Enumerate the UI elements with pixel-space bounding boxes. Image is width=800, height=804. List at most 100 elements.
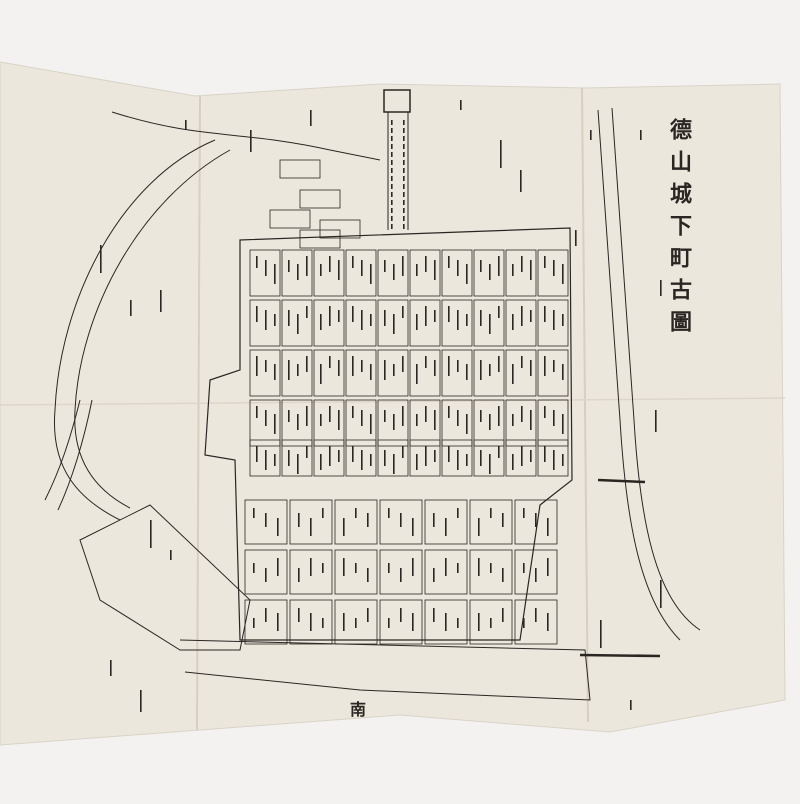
- ink-notation: [416, 414, 418, 426]
- ink-notation: [512, 264, 514, 276]
- ink-notation: [553, 260, 555, 276]
- ink-notation: [310, 110, 312, 126]
- ink-notation: [412, 558, 414, 576]
- town-block: [505, 299, 537, 347]
- ink-notation: [352, 446, 354, 462]
- ink-notation: [498, 356, 500, 372]
- ink-notation: [500, 140, 502, 168]
- ink-notation: [100, 245, 102, 273]
- ink-notation: [322, 508, 324, 518]
- ink-notation: [265, 260, 267, 276]
- ink-notation: [370, 454, 372, 466]
- town-block: [424, 499, 468, 545]
- ink-notation: [416, 314, 418, 330]
- ink-notation: [562, 414, 564, 434]
- ink-notation: [535, 608, 537, 622]
- town-block: [469, 599, 513, 645]
- ink-notation: [502, 568, 504, 582]
- ink-notation: [520, 170, 522, 192]
- town-block: [281, 299, 313, 347]
- ink-notation: [250, 130, 252, 152]
- ink-notation: [388, 508, 390, 518]
- ink-notation: [403, 144, 405, 149]
- ink-notation: [416, 454, 418, 470]
- ink-notation: [329, 446, 331, 466]
- ink-notation: [547, 558, 549, 576]
- town-block: [244, 549, 288, 595]
- ink-notation: [521, 356, 523, 368]
- town-block: [469, 499, 513, 545]
- town-block: [313, 249, 345, 297]
- ink-notation: [553, 410, 555, 426]
- town-block: [424, 549, 468, 595]
- ink-notation: [288, 410, 290, 422]
- ink-notation: [403, 208, 405, 213]
- town-block: [473, 299, 505, 347]
- ink-notation: [466, 314, 468, 326]
- ink-notation: [306, 446, 308, 458]
- town-block: [441, 299, 473, 347]
- town-block: [289, 549, 333, 595]
- ink-notation: [466, 414, 468, 434]
- ink-notation: [265, 410, 267, 426]
- ink-notation: [277, 613, 279, 631]
- town-block: [505, 439, 537, 477]
- ink-notation: [130, 300, 132, 316]
- ink-notation: [530, 260, 532, 280]
- ink-notation: [320, 454, 322, 470]
- ink-notation: [329, 256, 331, 272]
- ink-notation: [297, 414, 299, 430]
- ink-notation: [329, 406, 331, 422]
- ink-notation: [391, 160, 393, 165]
- ink-notation: [265, 360, 267, 372]
- ink-notation: [256, 256, 258, 268]
- town-block: [249, 399, 281, 447]
- ink-notation: [265, 608, 267, 622]
- ink-notation: [425, 406, 427, 422]
- ink-notation: [466, 364, 468, 380]
- ink-notation: [544, 446, 546, 462]
- ink-notation: [403, 160, 405, 165]
- river-left-edge: [57, 399, 93, 511]
- town-block: [537, 299, 569, 347]
- ink-notation: [416, 364, 418, 384]
- ink-notation: [498, 446, 500, 458]
- town-block: [345, 439, 377, 477]
- ink-notation: [393, 414, 395, 430]
- ink-notation: [391, 200, 393, 205]
- ink-notation: [320, 264, 322, 276]
- ink-notation: [434, 360, 436, 376]
- ink-notation: [502, 513, 504, 527]
- town-block: [281, 439, 313, 477]
- ink-notation: [185, 120, 187, 130]
- town-block: [289, 499, 333, 545]
- ink-notation: [521, 406, 523, 422]
- ink-notation: [361, 260, 363, 276]
- town-block: [377, 349, 409, 397]
- ink-notation: [490, 508, 492, 518]
- ink-notation: [320, 314, 322, 330]
- ink-notation: [393, 264, 395, 280]
- ink-notation: [433, 568, 435, 582]
- ink-notation: [457, 450, 459, 470]
- ink-notation: [457, 360, 459, 372]
- ink-notation: [457, 508, 459, 518]
- town-block: [409, 349, 441, 397]
- town-block: [281, 349, 313, 397]
- ink-notation: [391, 176, 393, 181]
- ink-notation: [343, 558, 345, 576]
- ink-notation: [498, 306, 500, 318]
- ink-notation: [523, 508, 525, 518]
- ink-notation: [425, 356, 427, 368]
- ink-notation: [352, 406, 354, 418]
- ink-notation: [253, 508, 255, 518]
- ink-notation: [590, 130, 592, 140]
- ink-notation: [298, 513, 300, 527]
- town-block: [441, 349, 473, 397]
- ink-notation: [391, 152, 393, 157]
- town-block: [249, 299, 281, 347]
- ink-notation: [480, 260, 482, 272]
- ink-notation: [448, 446, 450, 462]
- town-block: [313, 439, 345, 477]
- ink-notation: [338, 310, 340, 322]
